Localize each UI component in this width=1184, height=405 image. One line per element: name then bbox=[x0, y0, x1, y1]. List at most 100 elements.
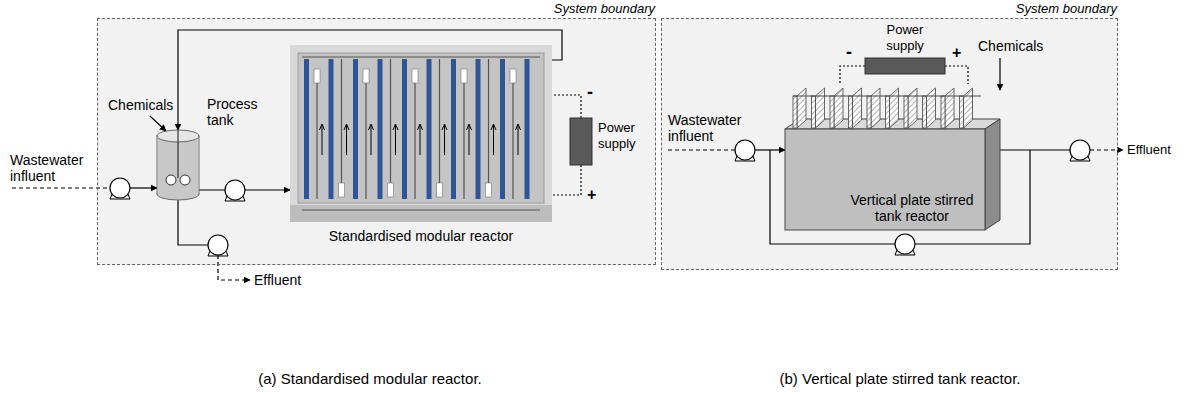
chamber-wall bbox=[512, 69, 513, 199]
modular-reactor-shape bbox=[290, 45, 552, 222]
node-label: Process tank bbox=[207, 96, 262, 128]
figure-caption: (a) Standardised modular reactor. bbox=[140, 370, 600, 387]
effluent-pipe bbox=[218, 255, 250, 280]
spacer bbox=[314, 69, 320, 83]
stream-label: Effluent bbox=[1127, 142, 1171, 157]
electrode-plate-face bbox=[849, 96, 853, 128]
flow-arrow bbox=[369, 124, 374, 155]
reactor-inner bbox=[298, 53, 544, 203]
pump-body bbox=[208, 235, 228, 255]
spacer bbox=[388, 183, 394, 197]
flow-arrow bbox=[344, 124, 349, 155]
electrode-plate bbox=[816, 88, 825, 128]
stream-label: Chemicals bbox=[108, 97, 173, 113]
power-wire bbox=[552, 165, 581, 195]
effluent-pipe bbox=[178, 200, 208, 245]
electrode-plate bbox=[964, 88, 973, 128]
bus-bar bbox=[793, 96, 981, 97]
node-label: Power supply bbox=[875, 22, 935, 54]
electrode-plate-face bbox=[941, 96, 945, 128]
stream-label: Chemicals bbox=[978, 38, 1043, 54]
electrode-plate bbox=[329, 59, 334, 199]
electrode-plate-face bbox=[830, 96, 834, 128]
electrode-plate-face bbox=[867, 96, 871, 128]
chemical-dosing-arrow bbox=[999, 58, 1000, 90]
electrode-plate bbox=[353, 59, 358, 199]
stream-label: Wastewater influent bbox=[10, 152, 90, 184]
figure-caption: (b) Vertical plate stirred tank reactor. bbox=[700, 370, 1100, 387]
effluent-pipe bbox=[1000, 149, 1070, 150]
boundary-fill bbox=[97, 18, 656, 265]
boundary-label: System boundary bbox=[554, 1, 655, 17]
power-supply: Power supply bbox=[570, 118, 592, 165]
electrode-plate bbox=[853, 88, 862, 128]
stirrer-blade bbox=[166, 175, 176, 185]
reactor-manifold bbox=[290, 205, 552, 222]
chamber-wall bbox=[488, 59, 489, 189]
system-boundary: System boundaryPower supplyVertical plat… bbox=[661, 18, 1118, 270]
electrode-plate bbox=[797, 88, 806, 128]
flow-arrow bbox=[320, 124, 325, 155]
node-label: Standardised modular reactor bbox=[290, 228, 552, 244]
chamber-wall bbox=[463, 69, 464, 199]
electrode-plate-face bbox=[886, 96, 890, 128]
electrode-plate bbox=[500, 59, 505, 199]
power-supply: Power supply bbox=[865, 58, 945, 74]
modular-reactor: Standardised modular reactor bbox=[290, 45, 552, 222]
flow-arrow bbox=[516, 124, 521, 155]
power-supply-box bbox=[865, 58, 945, 74]
electrode-plate bbox=[890, 88, 899, 128]
node-label: Vertical plate stirred tank reactor bbox=[842, 192, 982, 224]
spacer bbox=[486, 183, 492, 197]
pump-symbol bbox=[225, 180, 245, 201]
reactor-frame bbox=[290, 45, 552, 222]
stirred-tank-reactor: Vertical plate stirred tank reactor bbox=[785, 84, 1000, 230]
electrode-plate bbox=[525, 59, 530, 199]
flow-arrow bbox=[467, 124, 472, 155]
process-tank: Process tank bbox=[157, 130, 199, 200]
stream-label: Wastewater influent bbox=[668, 112, 748, 144]
electrode-plate-face bbox=[960, 96, 964, 128]
pump-body bbox=[735, 140, 755, 160]
flow-channel bbox=[302, 57, 540, 210]
electrode-plate bbox=[834, 88, 843, 128]
stream-label: Effluent bbox=[254, 272, 301, 288]
pump-body bbox=[1070, 140, 1090, 160]
effluent-pipe bbox=[1090, 149, 1123, 150]
pump-symbol bbox=[208, 235, 228, 256]
power-wire bbox=[840, 66, 865, 84]
pump-body bbox=[110, 178, 130, 198]
system-boundary: System boundaryProcess tankStandardised … bbox=[97, 18, 656, 265]
power-supply-box bbox=[570, 118, 592, 165]
electrode-plate bbox=[304, 59, 309, 199]
influent-pipe bbox=[668, 149, 735, 150]
chemical-dosing-arrow bbox=[150, 116, 166, 131]
chamber-wall bbox=[365, 69, 366, 199]
pump-symbol bbox=[110, 178, 130, 199]
polarity-sign: - bbox=[587, 82, 593, 102]
spacer bbox=[510, 69, 516, 83]
pump-body bbox=[895, 234, 915, 254]
chamber-wall bbox=[341, 59, 342, 189]
influent-pipe bbox=[130, 187, 157, 188]
spacer bbox=[437, 183, 443, 197]
spacer bbox=[412, 69, 418, 83]
stirrer-shaft bbox=[177, 130, 178, 178]
tank-side-face bbox=[985, 119, 1000, 230]
pump-symbol bbox=[895, 234, 915, 255]
flow-arrow bbox=[418, 124, 423, 155]
flow-arrow bbox=[491, 124, 496, 155]
power-wire bbox=[552, 95, 581, 118]
chamber-wall bbox=[390, 59, 391, 189]
node-label: Power supply bbox=[598, 120, 650, 152]
pump-body bbox=[225, 180, 245, 200]
chamber-wall bbox=[414, 69, 415, 199]
flow-arrow bbox=[393, 124, 398, 155]
chamber-wall bbox=[316, 69, 317, 199]
electrode-plate bbox=[945, 88, 954, 128]
electrode-plate-face bbox=[904, 96, 908, 128]
spacer bbox=[363, 69, 369, 83]
boundary-label: System boundary bbox=[1016, 1, 1117, 17]
polarity-sign: - bbox=[846, 42, 852, 62]
